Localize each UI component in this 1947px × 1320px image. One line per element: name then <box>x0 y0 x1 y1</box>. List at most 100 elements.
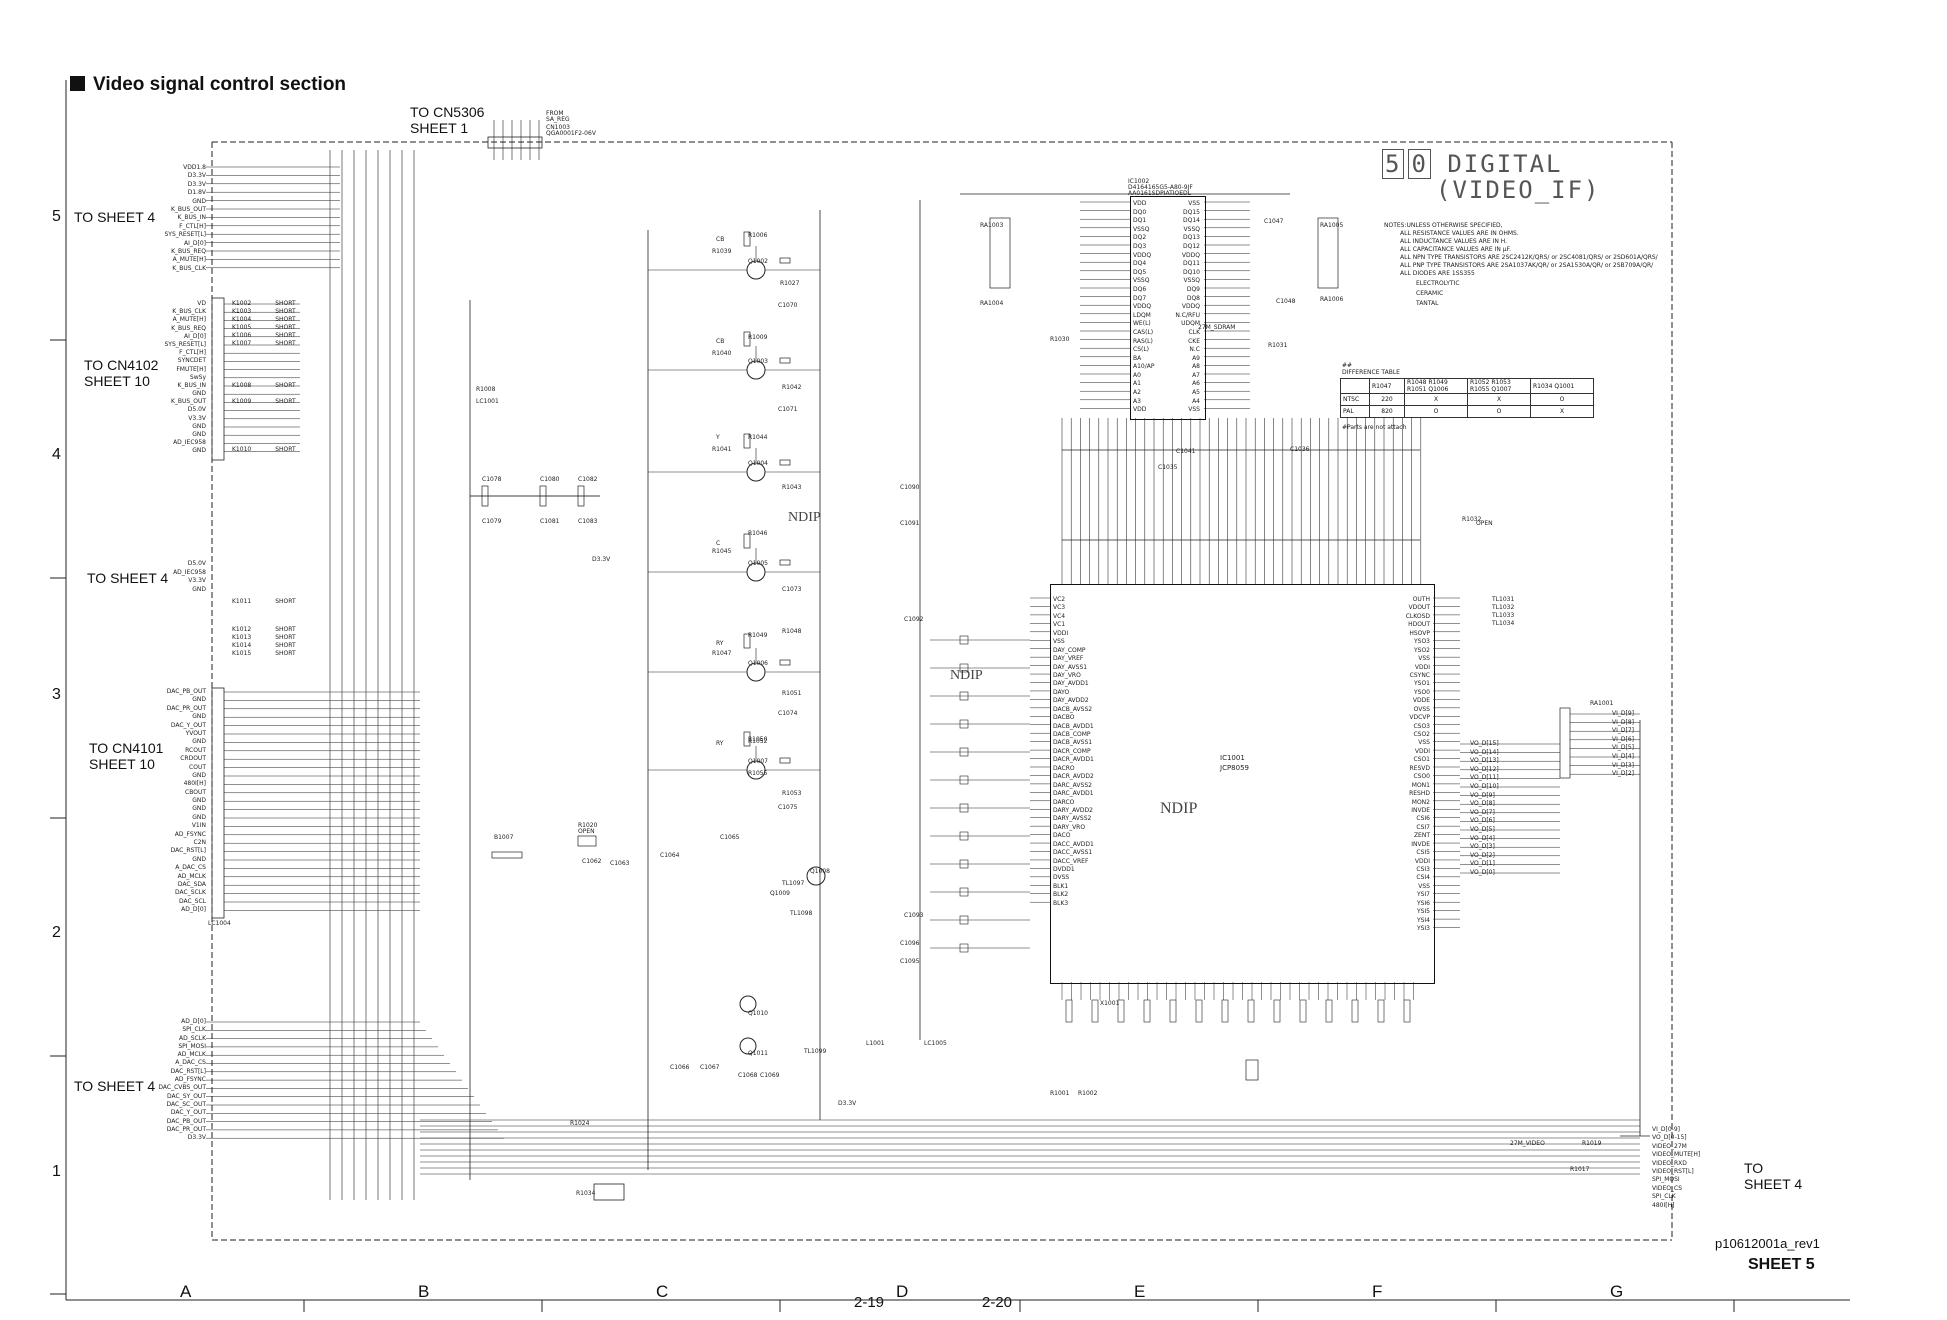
left-sheet-ref-1: TO SHEET 4 <box>74 209 156 225</box>
resistor <box>1195 999 1203 1023</box>
diff-table-mark: ## <box>1342 362 1353 369</box>
resistor <box>1247 999 1255 1023</box>
pin-label: VSSQ <box>1183 225 1200 233</box>
jumper-type: SHORT <box>275 340 296 347</box>
signal-label: GND <box>192 696 206 704</box>
note-legend-1: ELECTROLYTIC <box>1416 280 1460 287</box>
pin-label: VC2 <box>1053 596 1066 603</box>
transistor-symbol <box>746 760 766 780</box>
pin-label: HSOVP <box>1409 629 1430 637</box>
pin-label: A3 <box>1133 397 1141 405</box>
component-label: TL1033 <box>1492 612 1515 619</box>
row-number-3: 3 <box>52 686 61 703</box>
bus-label: VO_D[9] <box>1470 791 1495 799</box>
pin-label: DARC_AVDD1 <box>1053 790 1094 798</box>
row-number-1: 1 <box>52 1163 61 1180</box>
from-top-1: FROM <box>546 110 564 117</box>
bus-label: VO_D[13] <box>1470 757 1499 765</box>
capacitor <box>959 719 969 729</box>
pin-label: DARY_AVSS2 <box>1053 815 1092 823</box>
bus-label: VO_D[1] <box>1470 860 1495 868</box>
jumper-ref: K1013 <box>232 634 252 641</box>
signal-label: DAC_PB_OUT <box>166 1117 206 1125</box>
pin-label: DACR_COMP <box>1053 747 1091 755</box>
capacitor <box>959 663 969 673</box>
component-label: C1092 <box>904 616 924 623</box>
pin-label: A8 <box>1192 363 1200 371</box>
pin-label: CSI4 <box>1416 874 1430 882</box>
note-4: ALL NPN TYPE TRANSISTORS ARE 2SC2412K/QR… <box>1400 254 1658 261</box>
signal-label: D1.8V <box>187 189 206 197</box>
transistor-symbol <box>746 662 766 682</box>
jumper-ref: K1008 <box>232 382 252 389</box>
component-label: C1035 <box>1158 464 1178 471</box>
note-6: ALL DIODES ARE 1SS355 <box>1400 270 1475 277</box>
pin-label: DQ11 <box>1183 260 1200 268</box>
top-connector <box>487 136 543 149</box>
sheet-number: SHEET 5 <box>1748 1256 1815 1273</box>
pin-label: MON1 <box>1411 781 1430 789</box>
transistor-symbol <box>746 562 766 582</box>
right-sheet-ref-1: TO <box>1744 1160 1764 1176</box>
bus-label: VO_D[11] <box>1470 774 1499 782</box>
component-label: R1053 <box>782 790 802 797</box>
note-5: ALL PNP TYPE TRANSISTORS ARE 2SA1037AK/Q… <box>1400 262 1654 269</box>
pin-label: DAY_COMP <box>1053 646 1086 654</box>
pin-label: VDDQ <box>1133 303 1152 311</box>
pin-label: VSS <box>1188 406 1200 414</box>
pin-label: A4 <box>1192 397 1200 405</box>
pin-label: DACB_COMP <box>1053 731 1091 738</box>
transistor-label: Q1010 <box>748 1010 768 1017</box>
signal-label: A_MUTE[H] <box>172 316 206 324</box>
component-label: LC1004 <box>208 920 231 927</box>
component-label: B1007 <box>494 834 514 841</box>
component-label: RA1006 <box>1320 296 1344 303</box>
bus-label: VO_D[7] <box>1470 808 1495 816</box>
pin-label: WE(L) <box>1133 320 1151 328</box>
component-label: C1081 <box>540 518 560 525</box>
pin-label: CSI3 <box>1416 866 1430 873</box>
resistor <box>1351 999 1359 1023</box>
ic1001-ref: IC1001 <box>1220 754 1245 762</box>
from-top-3: CN1003 <box>546 124 570 131</box>
pin-label: DQ0 <box>1133 208 1147 216</box>
jumper-ref: K1011 <box>232 598 252 605</box>
signal-label: GND <box>192 797 206 805</box>
signal-label: GND <box>192 855 206 863</box>
pin-label: DACC_AVDD1 <box>1053 840 1094 848</box>
pin-label: YSI6 <box>1416 899 1430 907</box>
component-label: R1045 <box>712 548 732 555</box>
jumper-type: SHORT <box>275 308 296 315</box>
pin-label: VDCVP <box>1409 714 1430 722</box>
pin-label: A2 <box>1133 389 1141 397</box>
bus-label: VO_D[15] <box>1470 740 1499 747</box>
jumper-type: SHORT <box>275 446 296 453</box>
component-label: C1065 <box>720 834 740 841</box>
transistor-symbol <box>746 360 766 380</box>
pin-label: DAY_VRO <box>1053 671 1081 679</box>
component-label: C1090 <box>900 484 920 491</box>
resistor <box>1065 999 1073 1023</box>
pin-label: DACC_AVSS1 <box>1053 849 1093 857</box>
pin-label: UDQM <box>1181 320 1200 328</box>
pin-label: VC1 <box>1053 621 1066 629</box>
resistor <box>1299 999 1307 1023</box>
signal-letter: Y <box>716 434 720 441</box>
header-to-line1: TO CN5306 <box>410 104 485 120</box>
pin-label: A7 <box>1192 371 1200 379</box>
pin-label: DVSS <box>1053 874 1070 882</box>
pin-label: DQ8 <box>1186 294 1200 302</box>
transistor-symbol <box>739 995 757 1013</box>
signal-label: AI_D[0] <box>184 239 206 247</box>
resistor <box>1325 999 1333 1023</box>
signal-label: AD_FSYNC <box>174 1076 206 1084</box>
component-label: C1041 <box>1176 448 1196 455</box>
component-label: C1093 <box>904 912 924 919</box>
signal-label: AD_IEC958 <box>173 439 206 447</box>
pin-label: VSS <box>1418 882 1430 890</box>
